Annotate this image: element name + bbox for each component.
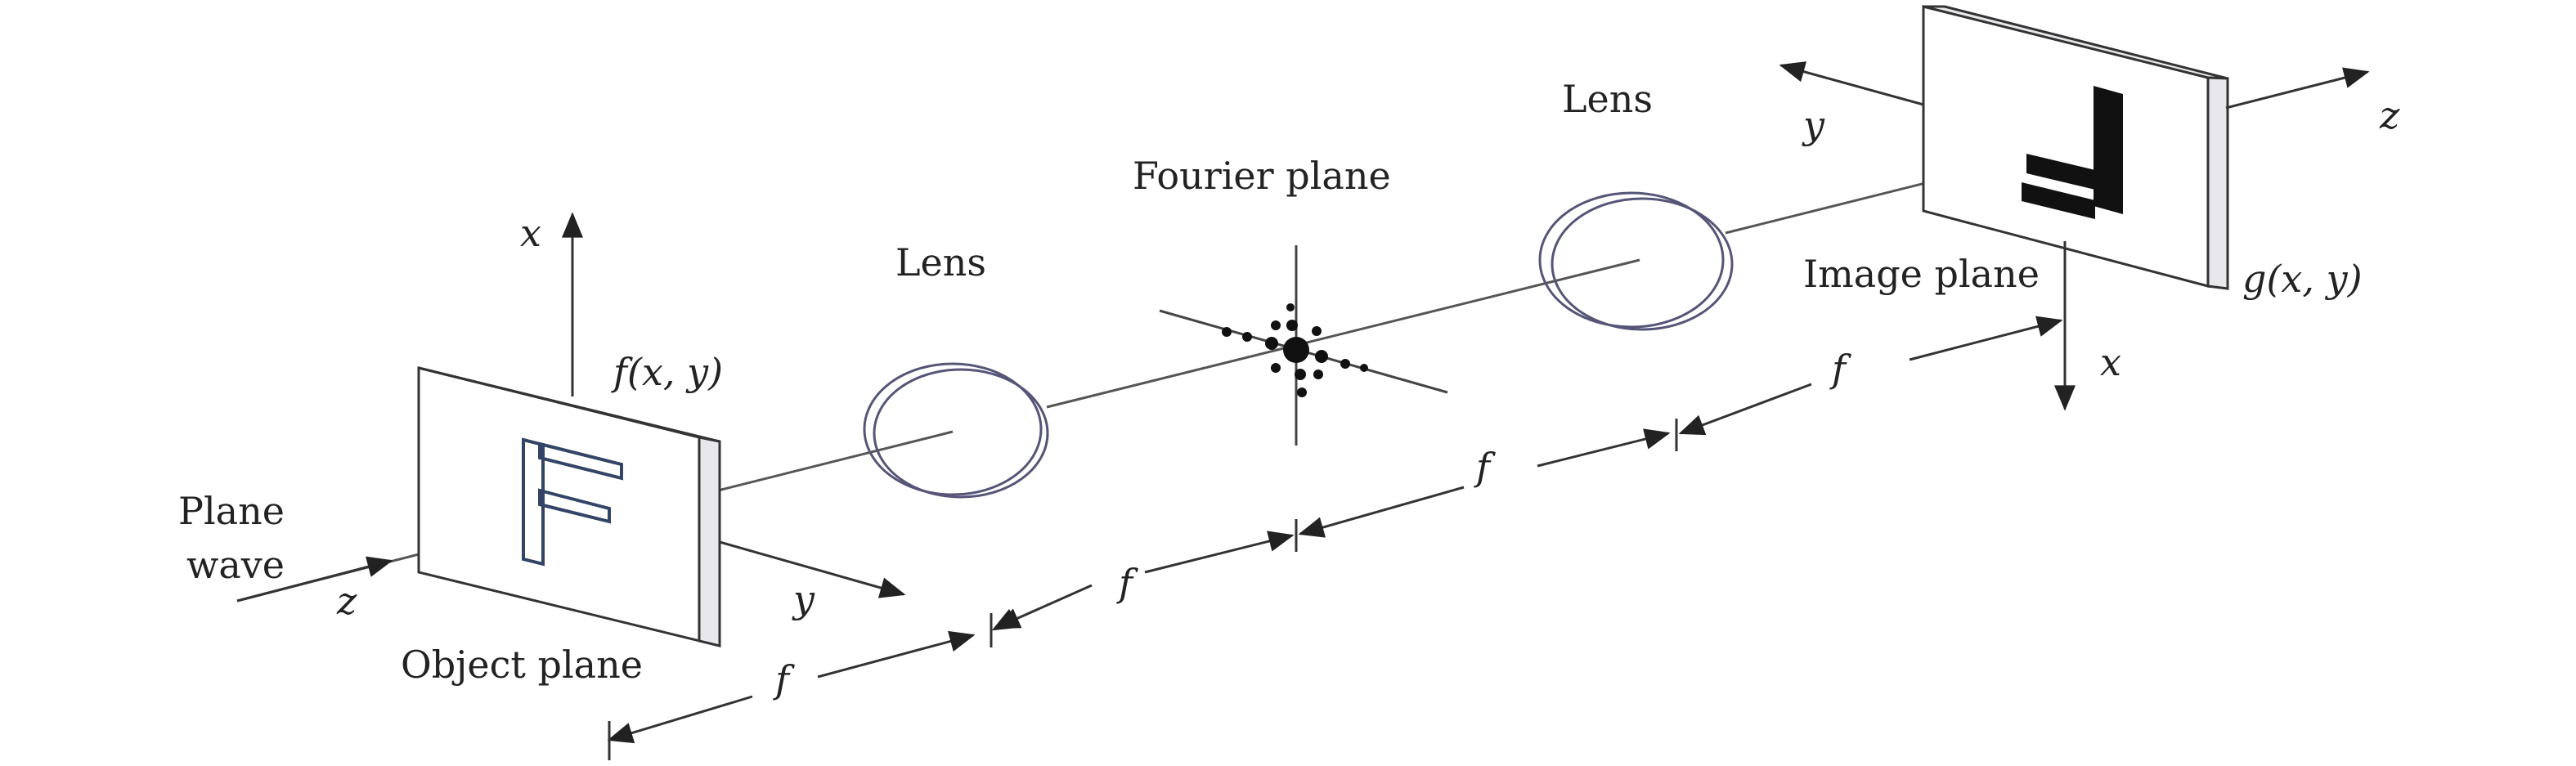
image-y-axis-label: y bbox=[1803, 103, 1824, 147]
letter-f-inverted bbox=[2022, 86, 2123, 219]
focal-label-4: f bbox=[1832, 347, 1847, 391]
image-function-label: g(x, y) bbox=[2242, 257, 2363, 301]
plane-wave-arrow bbox=[236, 556, 393, 602]
plane-wave-label-line2: wave bbox=[186, 543, 285, 587]
image-z-axis bbox=[2225, 67, 2370, 110]
object-y-axis-label: y bbox=[793, 577, 815, 621]
image-x-axis-label: x bbox=[2100, 340, 2121, 384]
plane-wave-label-line1: Plane bbox=[178, 489, 285, 533]
lens-1 bbox=[863, 362, 1049, 499]
image-plane bbox=[1922, 5, 2229, 290]
image-z-axis-label: z bbox=[2380, 93, 2400, 137]
focal-label-2: f bbox=[1119, 561, 1133, 605]
object-plane bbox=[417, 366, 721, 647]
object-y-axis bbox=[719, 540, 906, 598]
object-plane-label: Object plane bbox=[401, 643, 643, 687]
lens-2-label: Lens bbox=[1562, 77, 1654, 121]
fourier-plane-label: Fourier plane bbox=[1133, 154, 1391, 198]
focal-label-3: f bbox=[1476, 445, 1491, 489]
image-y-axis bbox=[1779, 61, 1924, 106]
focal-label-1: f bbox=[775, 657, 790, 701]
focal-segment-1 bbox=[607, 630, 976, 760]
object-z-axis-label: z bbox=[337, 579, 357, 623]
object-function-label: f(x, y) bbox=[613, 350, 724, 394]
focal-segment-4 bbox=[1678, 316, 2063, 436]
letter-f-outline bbox=[522, 437, 623, 567]
image-plane-label: Image plane bbox=[1803, 252, 2040, 296]
lens-1-label: Lens bbox=[895, 240, 987, 284]
focal-segment-2 bbox=[990, 531, 1295, 647]
object-x-axis-label: x bbox=[520, 211, 541, 255]
lens-2 bbox=[1538, 191, 1734, 331]
focal-segment-3 bbox=[1295, 419, 1678, 552]
fourier-plane-pattern bbox=[1159, 245, 1448, 446]
